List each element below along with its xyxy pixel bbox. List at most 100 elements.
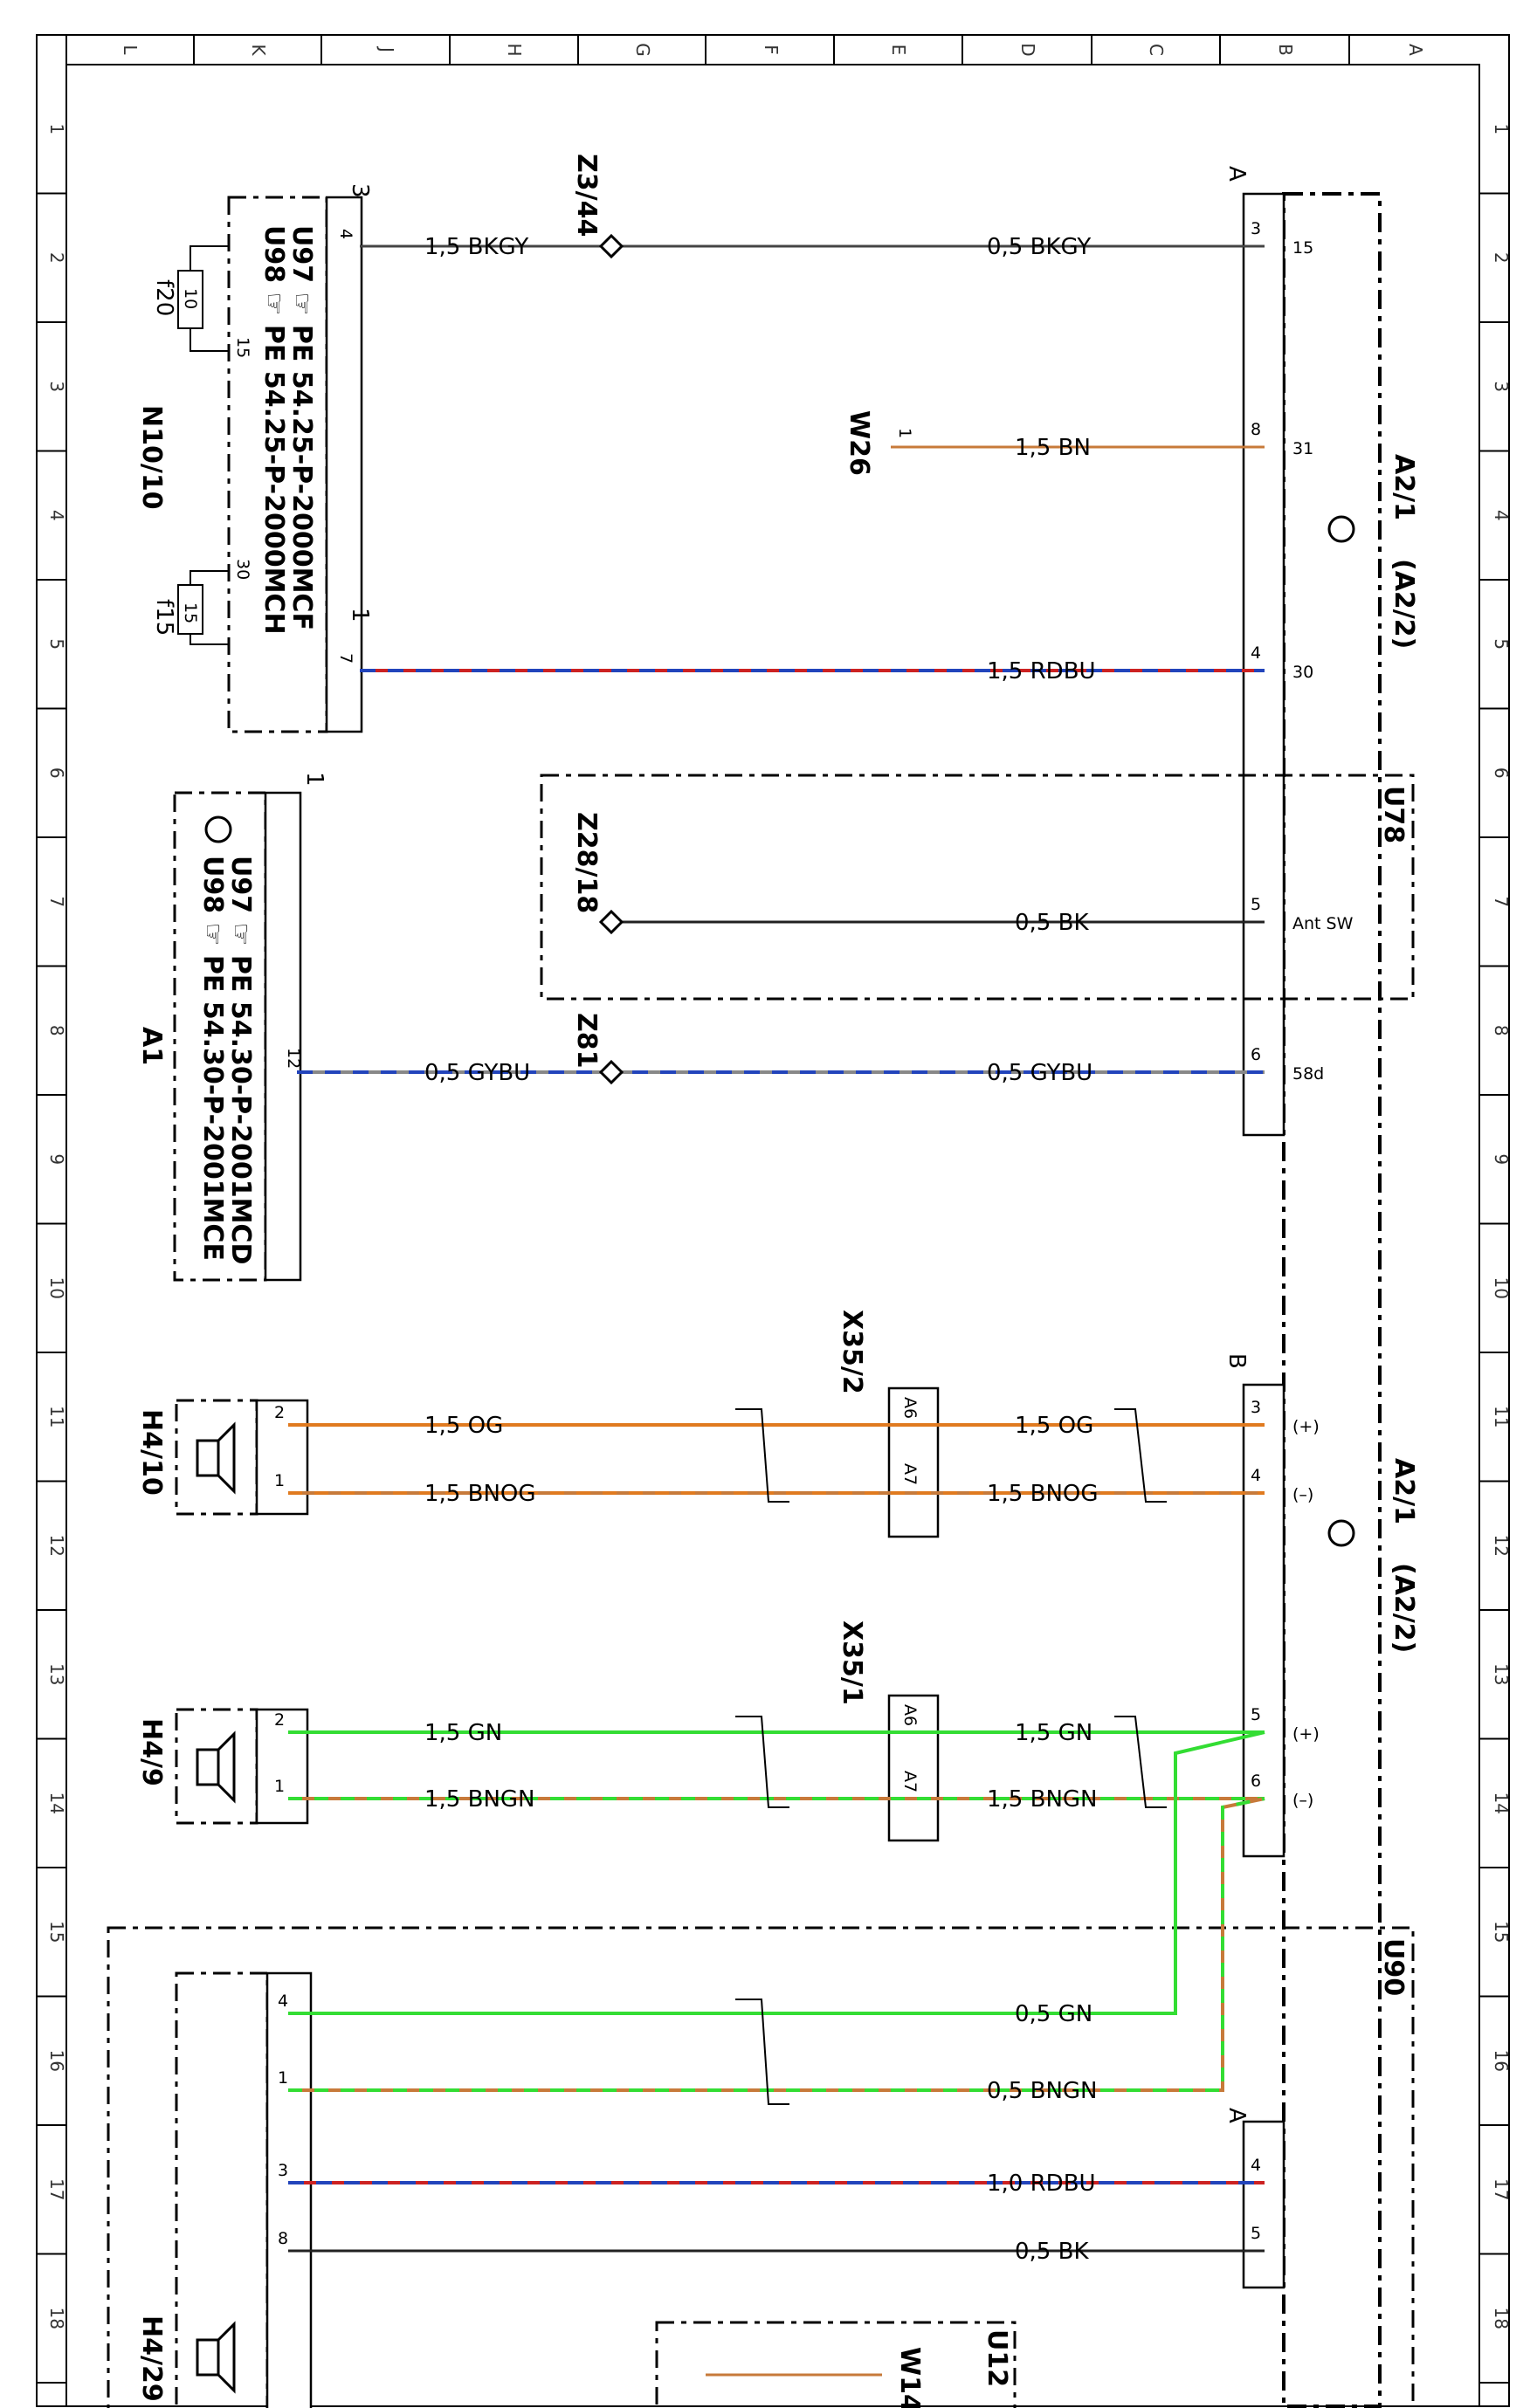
grid-row-label: 13: [1491, 1663, 1512, 1685]
speaker-symbols: [196, 1421, 236, 2394]
antenna-icons: [204, 515, 1355, 1547]
pin-number: 6: [1251, 1045, 1261, 1064]
a22-label: (A2/2): [1389, 559, 1419, 649]
diagram-inner-border: [65, 64, 1480, 2407]
wire-label: 0,5 BK: [1015, 910, 1089, 936]
grid-row-label: 9: [46, 1153, 67, 1165]
speaker-icon: [196, 1730, 236, 1804]
pin-label: 12: [284, 1048, 303, 1069]
grid-row-label: 11: [1491, 1406, 1512, 1428]
fuse-f20-body: [177, 270, 203, 329]
wire-label: 1,5 BNOG: [987, 1481, 1099, 1507]
grid-col-label: J: [376, 45, 397, 52]
pin-number: 5: [1251, 2224, 1261, 2243]
terminal-label: (+): [1292, 1417, 1320, 1436]
grid-row-label: 12: [46, 1535, 67, 1557]
u90-box: [107, 1926, 1415, 2408]
h4-29-box: [175, 1971, 269, 2408]
wire-label: 1,5 RDBU: [987, 658, 1096, 685]
x35-2-label: X35/2: [837, 1310, 867, 1394]
a21-label: A2/1: [1389, 454, 1419, 520]
twist-marker: [735, 1999, 789, 2105]
grid-col-label: A: [1405, 44, 1426, 56]
pin-number: 5: [1251, 895, 1261, 914]
a21-module-outline: [1282, 192, 1382, 2408]
grid-row-label: 2: [46, 252, 67, 264]
grid-row-label: 8: [1491, 1025, 1512, 1036]
fuses: [177, 245, 229, 645]
h4-10-connector: [255, 1399, 309, 1516]
grid-row-label: 14: [1491, 1792, 1512, 1814]
grid-row-label: 7: [46, 896, 67, 907]
n10-box: [227, 196, 328, 733]
splice-z3-44: [598, 233, 624, 259]
terminal-label: (+): [1292, 1724, 1320, 1744]
w26-label: W26: [844, 410, 874, 476]
antenna-icon: [204, 815, 232, 843]
speaker-icon: [196, 1421, 236, 1495]
a1-socket: 1: [301, 772, 327, 787]
grid-col-label: G: [632, 43, 653, 57]
fuse-f20-label: f20: [151, 279, 177, 316]
grid-row-label: 6: [1491, 767, 1512, 779]
fuse-f15-value: 15: [181, 602, 200, 623]
grid-row-label: 4: [1491, 510, 1512, 521]
grid-row-label: 15: [1491, 1921, 1512, 1943]
h4-10-box: [175, 1399, 258, 1516]
grid-column-labels: L K J H G F E D C B A: [120, 43, 1426, 57]
pin-number: 2: [274, 1403, 285, 1422]
wire-label: 1,5 BNOG: [424, 1481, 536, 1507]
w14-label: W14: [894, 2347, 925, 2408]
grid-row-label: 10: [1491, 1277, 1512, 1299]
pin-label: A6: [900, 1704, 920, 1726]
pin-label: 4: [336, 229, 355, 239]
n10-connector: [325, 196, 363, 733]
w26-pin: 1: [895, 428, 914, 438]
z81-label: Z81: [571, 1013, 602, 1069]
grid-row-label: 16: [1491, 2050, 1512, 2072]
u12-label: U12: [982, 2329, 1012, 2387]
n10-ref-line2: U98 ☞ PE 54.25-P-2000MCH: [258, 225, 289, 635]
grid-row-label: 15: [46, 1921, 67, 1943]
grid-row-label: 9: [1491, 1153, 1512, 1165]
grid-row-label: 14: [46, 1792, 67, 1814]
n10-socket2: 1: [347, 608, 373, 623]
x35-1-label: X35/1: [837, 1620, 867, 1705]
wires: [288, 244, 1265, 2377]
wire-label: 1,5 BNGN: [424, 1786, 535, 1813]
grid-row-label: 5: [1491, 638, 1512, 650]
grid-col-label: B: [1275, 44, 1296, 56]
u90-label: U90: [1378, 1938, 1409, 1996]
terminal-label: Ant SW: [1292, 914, 1354, 933]
pin-number: 1: [278, 2068, 288, 2088]
h4-29-label: H4/29: [136, 2315, 167, 2402]
splice-points: [598, 233, 624, 1085]
pin-number: 4: [1251, 1466, 1261, 1485]
x35-2-connector: [887, 1386, 940, 1538]
h4-29-connector: [265, 1971, 313, 2408]
twist-marker: [1114, 1716, 1167, 1808]
a1-label: A1: [136, 1027, 167, 1065]
grid-row-label: 11: [46, 1406, 67, 1428]
wire-labels: 1,5 BKGY 0,5 BKGY 1,5 BN 1,5 RDBU 0,5 BK…: [424, 234, 1099, 2265]
pin-number: 3: [1251, 219, 1261, 238]
n10-socket: 3: [347, 183, 373, 198]
fuse-f15-label: f15: [151, 599, 177, 636]
pin-number: 4: [1251, 2156, 1261, 2175]
wire-label: 0,5 BKGY: [987, 234, 1091, 260]
grid-row-label: 16: [46, 2050, 67, 2072]
pin-label: A6: [900, 1397, 920, 1419]
pin-number: 8: [1251, 420, 1261, 439]
a1-ref-line1: U97 ☞ PE 54.30-P-2001MCD: [225, 856, 256, 1264]
wire-label: 1,0 RDBU: [987, 2171, 1096, 2197]
pin-number: 3: [1251, 1398, 1261, 1417]
grid-row-label: 2: [1491, 252, 1512, 264]
grid-col-label: E: [888, 45, 909, 56]
grid-row-label: 13: [46, 1663, 67, 1685]
wire-label: 1,5 BN: [1015, 435, 1091, 461]
pin-number: 4: [278, 1992, 288, 2011]
antenna-icon: [1327, 1519, 1355, 1547]
grid-col-label: K: [248, 44, 269, 56]
